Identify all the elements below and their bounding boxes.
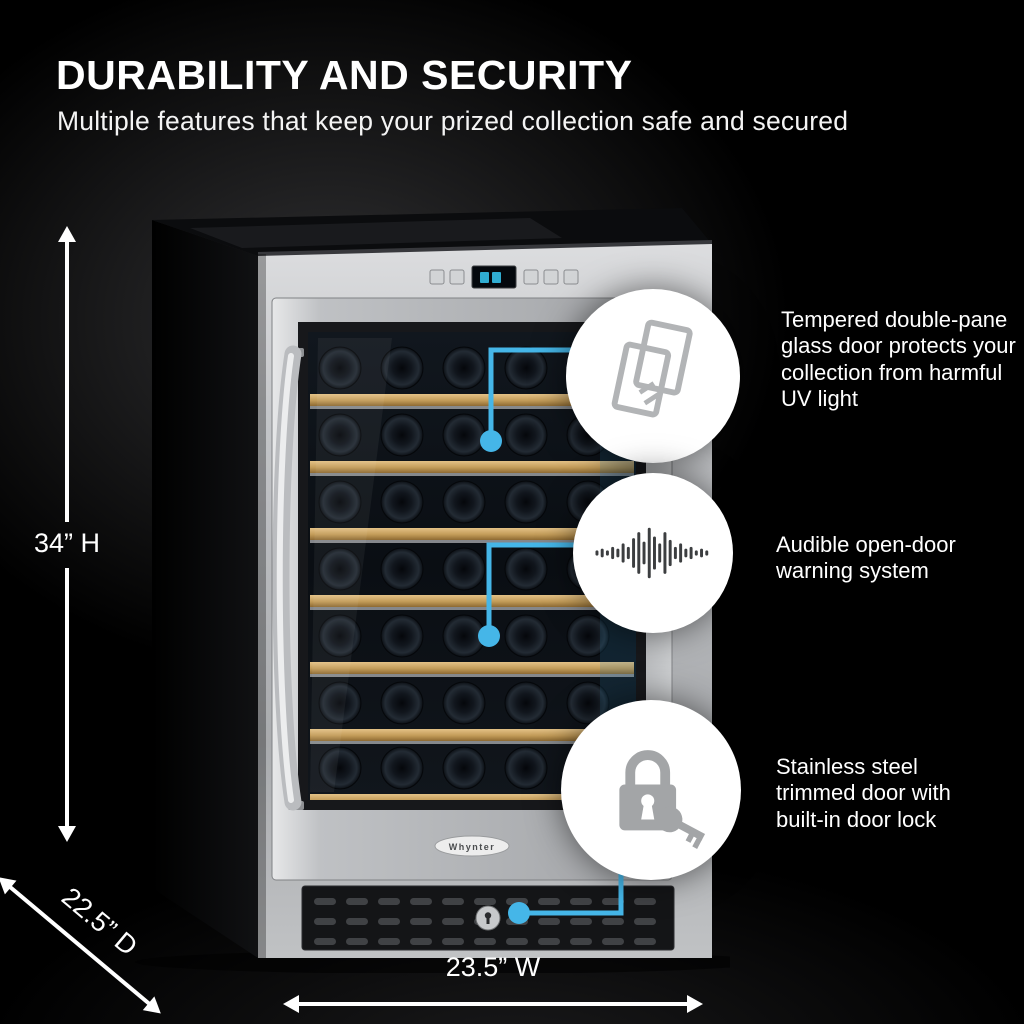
brand-label: Whynter bbox=[449, 842, 496, 852]
double-pane-glass-icon bbox=[611, 319, 693, 418]
display-digit bbox=[480, 272, 489, 283]
face-left-shadow bbox=[258, 254, 266, 958]
door-lock bbox=[475, 905, 501, 931]
depth-dimension: 22.5” D bbox=[0, 842, 190, 1024]
feature-badge-glass bbox=[566, 289, 740, 463]
height-dimension-arrow bbox=[58, 226, 76, 842]
display-digit bbox=[492, 272, 501, 283]
door-handle bbox=[272, 345, 304, 811]
width-dimension-arrow bbox=[283, 995, 703, 1013]
feature-text-alarm: Audible open-door warning system bbox=[776, 532, 956, 584]
control-button bbox=[563, 269, 579, 285]
control-button bbox=[429, 269, 445, 285]
width-dimension-label: 23.5” W bbox=[445, 952, 541, 982]
page-title: DURABILITY AND SECURITY bbox=[56, 52, 633, 98]
brand-badge bbox=[434, 835, 510, 857]
sound-wave-icon bbox=[595, 527, 709, 579]
control-button bbox=[523, 269, 539, 285]
control-button bbox=[449, 269, 465, 285]
page-subtitle: Multiple features that keep your prized … bbox=[57, 106, 849, 136]
feature-badge-lock bbox=[561, 700, 741, 880]
height-dimension-label: 34” H bbox=[33, 528, 101, 558]
lock-and-key-icon bbox=[619, 750, 706, 849]
feature-text-lock: Stainless steel trimmed door with built-… bbox=[776, 754, 951, 832]
ventilation-grille bbox=[301, 885, 675, 951]
control-panel bbox=[429, 265, 579, 289]
feature-badge-alarm bbox=[573, 473, 733, 633]
depth-dimension-arrow bbox=[0, 877, 161, 1014]
fridge-top-gloss bbox=[190, 218, 562, 248]
feature-text-glass: Tempered double-pane glass door protects… bbox=[781, 307, 1016, 412]
control-button bbox=[543, 269, 559, 285]
fridge-side-panel bbox=[152, 220, 258, 958]
